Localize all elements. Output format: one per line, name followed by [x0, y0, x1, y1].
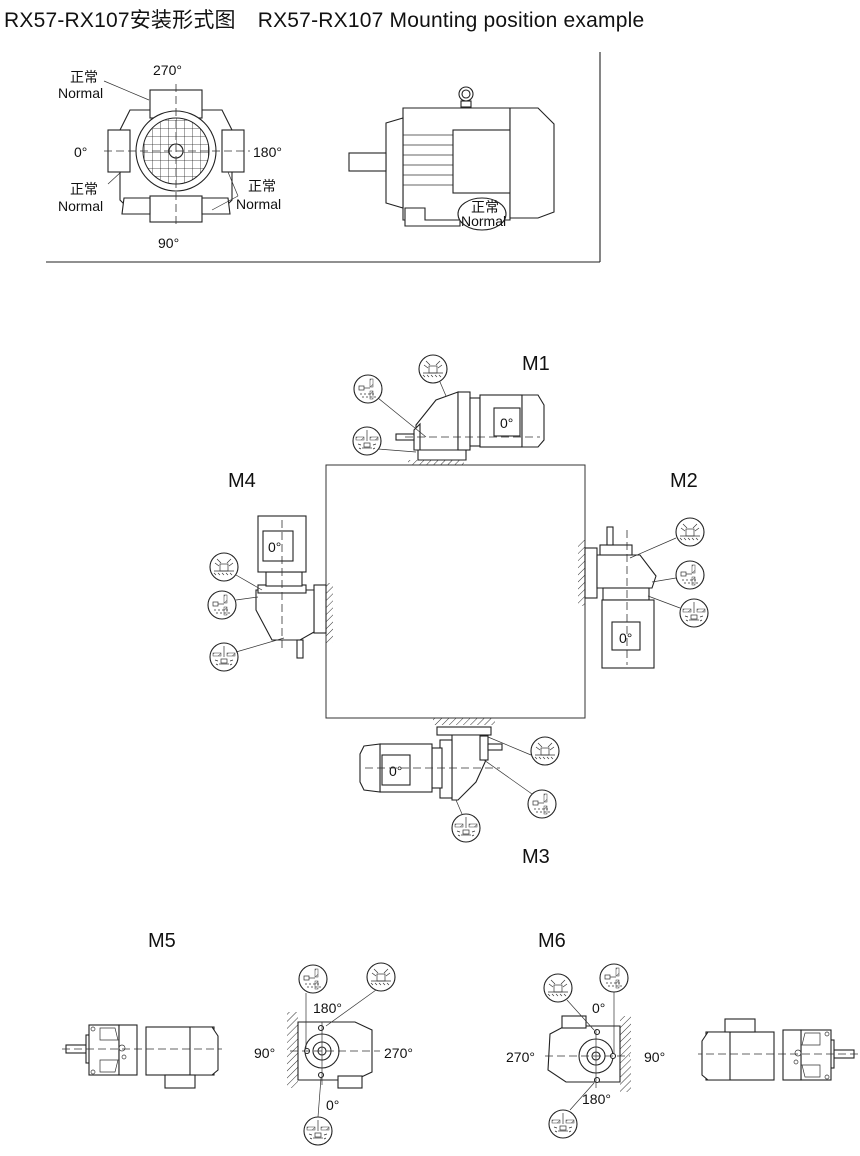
m1-terminal-angle: 0° — [500, 415, 513, 431]
side-normal-en: Normal — [461, 213, 506, 229]
m3-terminal-angle: 0° — [389, 763, 402, 779]
m6-oil-level-icon — [599, 963, 629, 993]
m5-oil-drain-icon — [303, 1116, 333, 1146]
m2-terminal-angle: 0° — [619, 630, 632, 646]
m4-terminal-angle: 0° — [268, 539, 281, 555]
m6-angle-180: 180° — [582, 1091, 611, 1107]
normal-ellipse — [457, 197, 507, 231]
m3-vent-plug-icon — [530, 736, 560, 766]
normal-en-label-top: Normal — [58, 85, 103, 101]
m1-oil-level-icon — [353, 374, 383, 404]
normal-cn-label-top: 正常 — [70, 69, 98, 85]
m6-oil-drain-icon — [548, 1109, 578, 1139]
m5-side-view — [62, 1024, 222, 1089]
m3-oil-drain-icon — [451, 813, 481, 843]
mounting-m6: M6 0° 270° 90° 180° — [506, 930, 858, 1139]
angle-90-label: 90° — [158, 235, 179, 251]
m5-angle-0: 0° — [326, 1097, 339, 1113]
mounting-m2: M2 0° — [578, 470, 709, 669]
mounting-wall-box — [325, 464, 586, 719]
m2-label: M2 — [670, 470, 698, 492]
angle-180-label: 180° — [253, 144, 282, 160]
m5-end-view: 180° 90° 270° 0° — [254, 962, 413, 1146]
m6-side-view — [698, 1018, 858, 1081]
angle-0-label: 0° — [74, 144, 87, 160]
m5-label: M5 — [148, 930, 176, 952]
normal-en-label-right: Normal — [236, 196, 281, 212]
m1-oil-drain-icon — [352, 426, 382, 456]
m6-angle-0: 0° — [592, 1000, 605, 1016]
page-title: RX57-RX107安装形式图 RX57-RX107 Mounting posit… — [4, 4, 666, 34]
mounting-m3: M3 0° — [359, 718, 560, 868]
motor-front-view: 270° 0° 180° 90° 正常 Normal 正常 Normal 正常 … — [58, 62, 282, 251]
m2-oil-drain-icon — [679, 598, 709, 628]
m5-oil-level-icon — [298, 964, 328, 994]
m1-vent-plug-icon — [418, 354, 448, 384]
m6-vent-plug-icon — [543, 973, 573, 1003]
normal-en-label-left: Normal — [58, 198, 103, 214]
m2-vent-plug-icon — [675, 517, 705, 547]
m2-oil-level-icon — [675, 560, 705, 590]
mounting-m5: M5 — [62, 930, 413, 1146]
side-normal-cn: 正常 — [471, 199, 499, 215]
m5-angle-180: 180° — [313, 1000, 342, 1016]
angle-270-label: 270° — [153, 62, 182, 78]
m1-label: M1 — [522, 353, 550, 375]
normal-cn-label-left: 正常 — [70, 181, 98, 197]
motor-side-view: 正常 Normal — [348, 86, 555, 231]
m4-vent-plug-icon — [209, 552, 239, 582]
normal-cn-label-right: 正常 — [248, 178, 276, 194]
m5-angle-90: 90° — [254, 1045, 275, 1061]
title-cn: RX57-RX107安装形式图 — [4, 9, 236, 32]
m6-angle-270: 270° — [506, 1049, 535, 1065]
m5-angle-270: 270° — [384, 1045, 413, 1061]
mounting-m1: M1 0° — [352, 353, 550, 465]
m6-label: M6 — [538, 930, 566, 952]
m5-vent-plug-icon — [366, 962, 396, 992]
m4-oil-drain-icon — [209, 642, 239, 672]
central-mounting-block — [325, 464, 586, 719]
mounting-m4: M4 0° — [207, 470, 333, 672]
m4-oil-level-icon — [207, 590, 237, 620]
m3-label: M3 — [522, 846, 550, 868]
top-panel: 270° 0° 180° 90° 正常 Normal 正常 Normal 正常 … — [46, 52, 601, 263]
m3-oil-level-icon — [527, 789, 557, 819]
m6-angle-90: 90° — [644, 1049, 665, 1065]
m6-end-view: 0° 270° 90° 180° — [506, 963, 665, 1139]
title-en: RX57-RX107 Mounting position example — [257, 9, 645, 32]
m4-label: M4 — [228, 470, 256, 492]
